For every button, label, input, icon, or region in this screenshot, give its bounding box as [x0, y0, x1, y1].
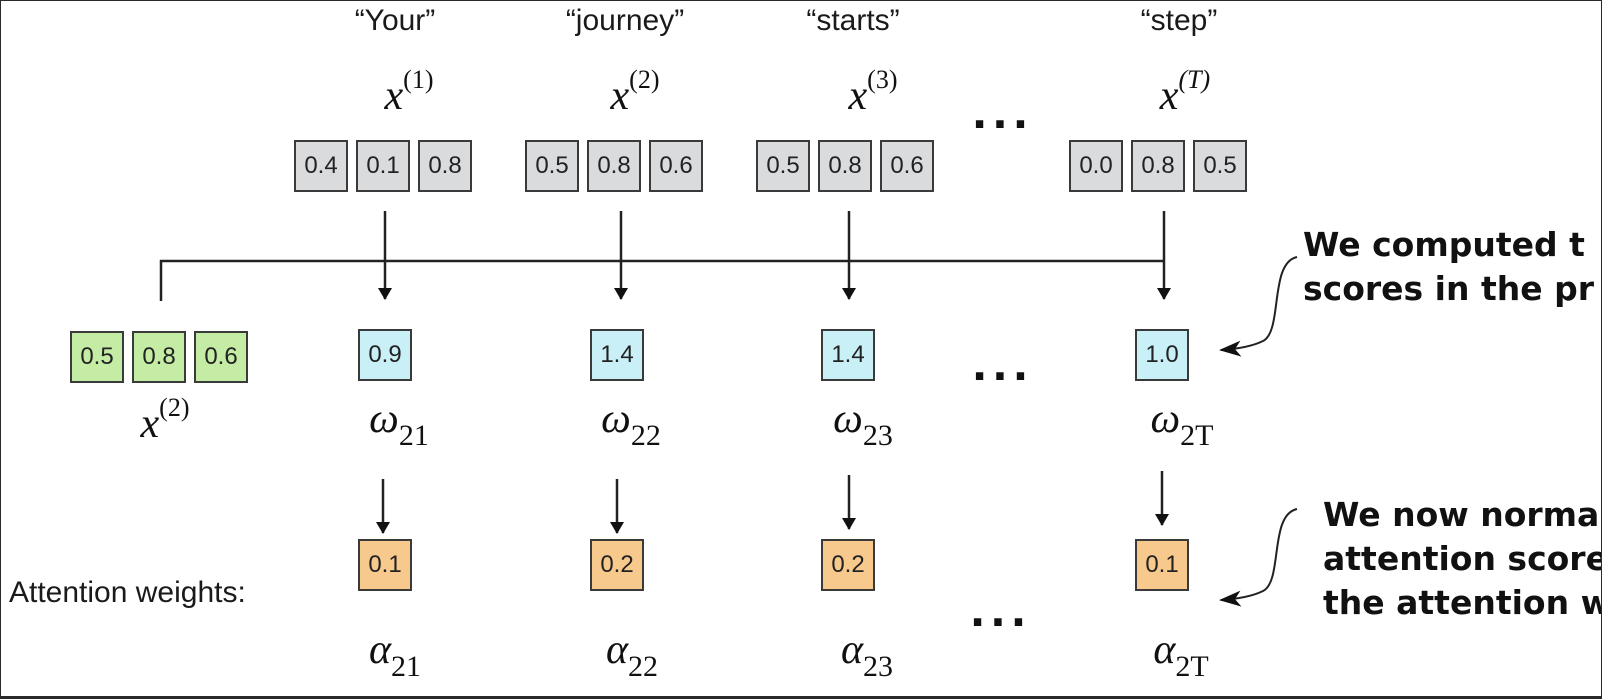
ellipsis-scores: ...	[972, 334, 1034, 392]
note-computed-scores: We computed t scores in the pr	[1303, 225, 1594, 308]
input-cell-3-a: 0.5	[756, 140, 810, 192]
callout-arrow-computed	[1219, 256, 1298, 357]
input-symbol-T: x(T)	[1159, 65, 1211, 119]
token-word-3: “starts”	[806, 4, 900, 37]
score-symbol-T: ω2T	[1150, 396, 1214, 453]
input-cell-T-a: 0.0	[1069, 140, 1123, 192]
score-cell-2: 1.4	[590, 329, 644, 381]
input-cell-1-a: 0.4	[294, 140, 348, 192]
token-word-T: “step”	[1140, 4, 1218, 37]
weight-symbol-3: α23	[840, 627, 894, 684]
input-symbol-2: x(2)	[610, 65, 660, 119]
score-cell-1: 0.9	[358, 329, 412, 381]
input-cell-2-a: 0.5	[525, 140, 579, 192]
note-normalize-scores: We now norma attention score the attenti…	[1323, 495, 1602, 622]
input-cell-3-c: 0.6	[880, 140, 934, 192]
weight-symbol-2: α22	[605, 627, 659, 684]
token-word-2: “journey”	[565, 4, 685, 37]
query-cell-c: 0.6	[194, 331, 248, 383]
query-bracket-line	[159, 259, 1164, 301]
input-symbol-3: x(3)	[848, 65, 898, 119]
input-cell-1-c: 0.8	[418, 140, 472, 192]
input-cell-2-c: 0.6	[649, 140, 703, 192]
input-cell-2-b: 0.8	[587, 140, 641, 192]
score-symbol-3: ω23	[833, 396, 893, 453]
score-cell-3: 1.4	[821, 329, 875, 381]
score-symbol-2: ω22	[601, 396, 661, 453]
weight-symbol-1: α21	[368, 627, 422, 684]
input-cell-3-b: 0.8	[818, 140, 872, 192]
query-cell-a: 0.5	[70, 331, 124, 383]
query-symbol: x(2)	[140, 393, 190, 447]
weight-symbol-T: α2T	[1153, 627, 1209, 684]
ellipsis-weights: ...	[970, 580, 1032, 638]
weight-cell-T: 0.1	[1135, 539, 1189, 591]
input-symbol-1: x(1)	[384, 65, 434, 119]
score-symbol-1: ω21	[369, 396, 429, 453]
score-cell-T: 1.0	[1135, 329, 1189, 381]
input-cell-T-c: 0.5	[1193, 140, 1247, 192]
query-cell-b: 0.8	[132, 331, 186, 383]
input-cell-T-b: 0.8	[1131, 140, 1185, 192]
ellipsis-inputs: ...	[972, 82, 1034, 140]
attention-weights-label: Attention weights:	[9, 576, 246, 609]
weight-cell-1: 0.1	[358, 539, 412, 591]
input-cell-1-b: 0.1	[356, 140, 410, 192]
weight-cell-2: 0.2	[590, 539, 644, 591]
weight-cell-3: 0.2	[821, 539, 875, 591]
callout-arrow-normalize	[1219, 508, 1298, 607]
token-word-1: “Your”	[354, 4, 436, 37]
